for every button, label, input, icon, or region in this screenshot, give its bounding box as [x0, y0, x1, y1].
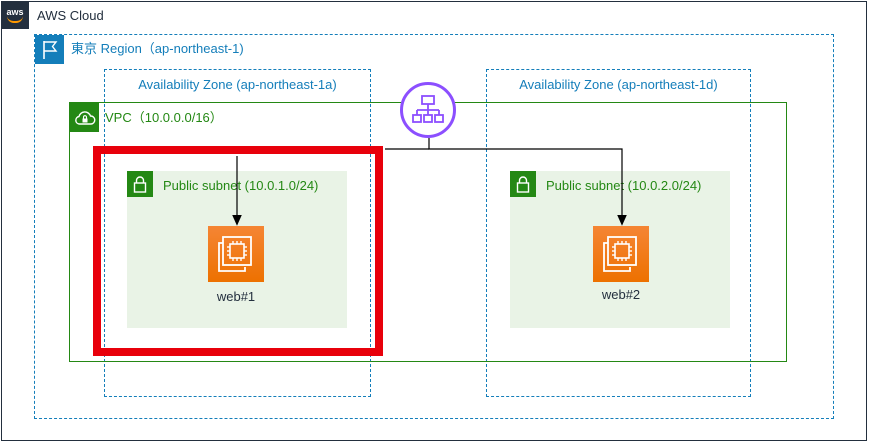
vpc-label: VPC（10.0.0.0/16） [105, 110, 223, 125]
availability-zone-1d-label: Availability Zone (ap-northeast-1d) [519, 77, 718, 92]
region-flag-icon [35, 35, 64, 64]
ec2-instance-web2-icon[interactable] [593, 226, 649, 282]
region-label: 東京 Region（ap-northeast-1) [71, 41, 244, 56]
availability-zone-1a-label: Availability Zone (ap-northeast-1a) [138, 77, 337, 92]
ec2-instance-web1-icon[interactable] [208, 226, 264, 282]
subnet-1-padlock-icon [127, 171, 153, 197]
region-group [34, 34, 834, 419]
web2-label: web#2 [601, 287, 641, 302]
vpc-cloud-lock-icon [70, 103, 99, 132]
elastic-load-balancer-icon[interactable] [400, 82, 456, 138]
availability-zone-1d [486, 69, 751, 397]
availability-zone-1a [104, 69, 371, 397]
public-subnet-2-label: Public subnet (10.0.2.0/24) [546, 178, 702, 193]
elb-to-web2-line [428, 138, 627, 226]
public-subnet-1-label: Public subnet (10.0.1.0/24) [163, 178, 319, 193]
subnet-2-padlock-icon [510, 171, 536, 197]
highlight-box [93, 146, 383, 356]
aws-logo-text: aws [6, 6, 24, 17]
aws-logo-icon: aws [1, 1, 29, 29]
web1-label: web#1 [216, 289, 256, 304]
aws-cloud-label: AWS Cloud [37, 8, 104, 23]
